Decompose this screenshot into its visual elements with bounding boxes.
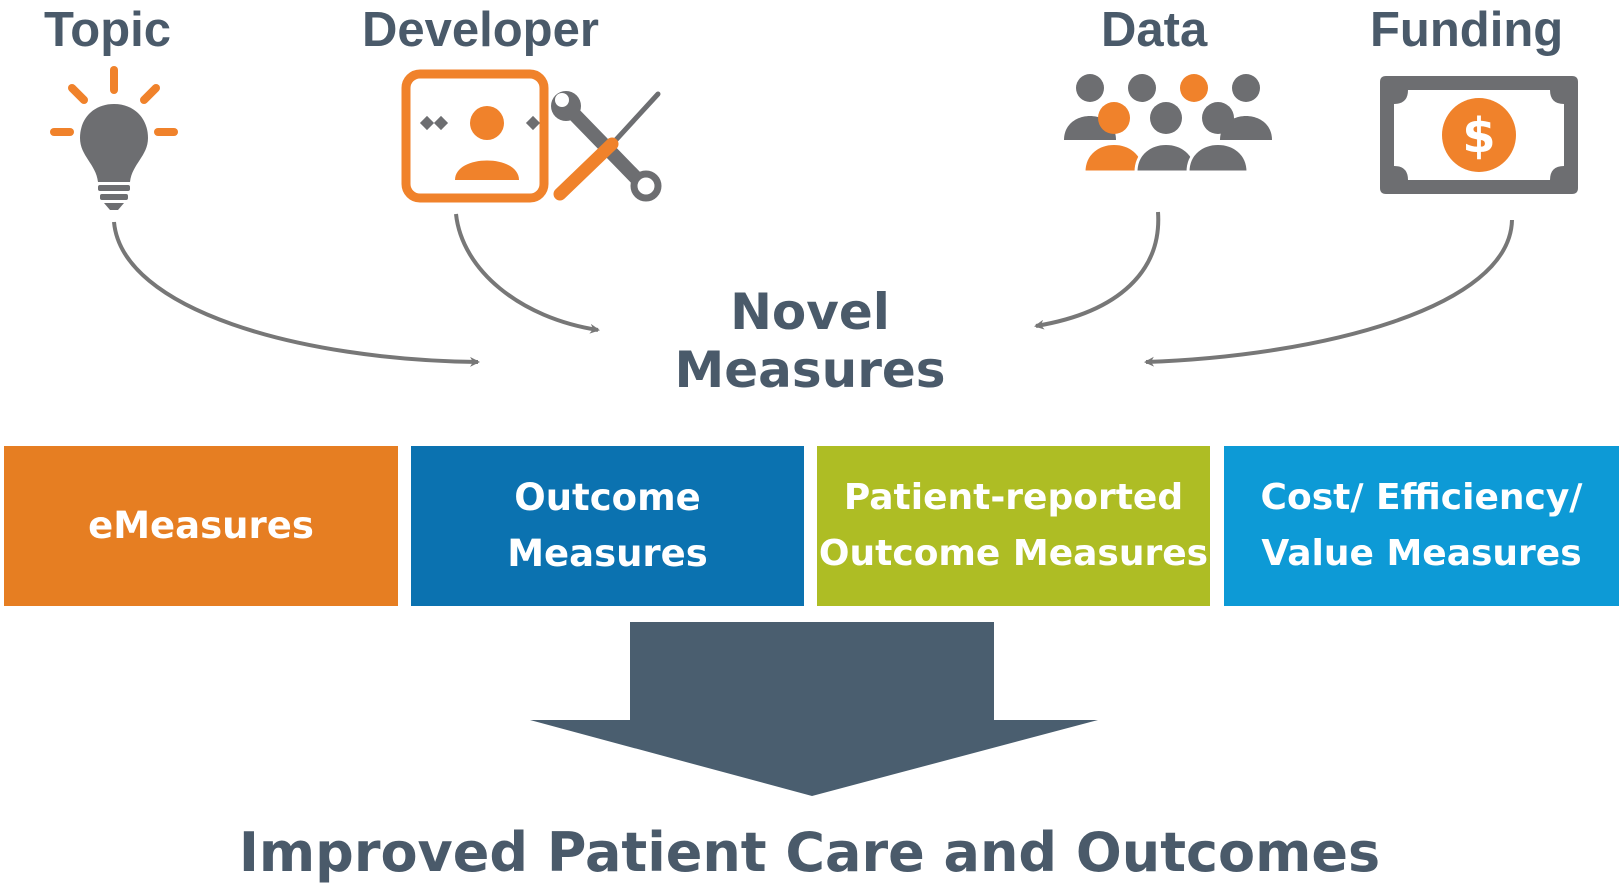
data-label: Data [1101,3,1208,57]
measure-box-outcome: Outcome Measures [411,446,804,606]
measure-box-cost-efficiency: Cost/ Efficiency/ Value Measures [1224,446,1619,606]
connector-data [1034,211,1161,330]
developer-label: Developer [362,3,599,57]
developer-tools-icon [401,69,662,203]
result-arrow [530,622,1098,796]
measure-label: Outcome Measures [507,476,708,575]
result-title: Improved Patient Care and Outcomes [238,821,1381,884]
novel-measures-title: Novel Measures [630,283,990,399]
funding-label: Funding [1370,3,1564,57]
svg-text:$: $ [1462,108,1495,164]
measure-label: Cost/ Efficiency/ Value Measures [1260,477,1583,574]
people-group-icon [1064,74,1272,174]
measure-label: eMeasures [88,504,314,547]
connector-topic [112,221,480,367]
novel-measures-line1: Novel [730,283,890,341]
topic-label: Topic [44,3,172,57]
dollar-bill-icon: $ [1380,76,1578,194]
measure-box-emeasures: eMeasures [4,446,398,606]
measure-box-patient-reported: Patient-reported Outcome Measures [817,446,1210,606]
novel-measures-line2: Measures [674,341,946,399]
lightbulb-icon [50,66,178,210]
connector-funding [1144,219,1514,367]
measure-label: Patient-reported Outcome Measures [818,477,1209,574]
connector-developer [454,213,600,334]
